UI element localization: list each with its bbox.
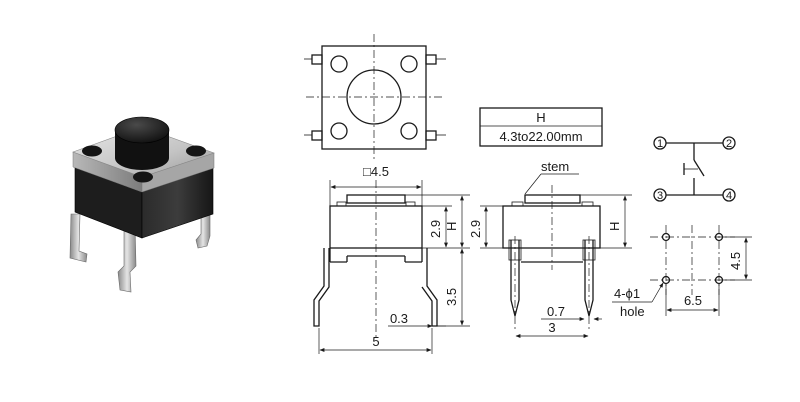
button-cap xyxy=(114,116,170,144)
switch-legs xyxy=(69,213,211,293)
mounting-hole xyxy=(661,232,671,242)
pcb-footprint: 4.5 6.5 4-ϕ1 hole xyxy=(612,225,752,319)
front-view-width-label: 5 xyxy=(372,334,379,349)
footprint-hole-word: hole xyxy=(620,304,645,319)
footprint-hole-label: 4-ϕ1 xyxy=(614,286,640,301)
pin-2-label: 2 xyxy=(726,138,732,150)
side-view: stem H 2.9 0.7 3 xyxy=(468,159,632,338)
side-view-body xyxy=(502,205,601,249)
pin-3-label: 3 xyxy=(657,190,663,202)
pin-1-label: 1 xyxy=(657,138,663,150)
circuit-schematic: 1 2 3 4 xyxy=(653,136,736,202)
front-view-height-label: H xyxy=(444,222,459,231)
side-view-height-label: H xyxy=(607,222,622,231)
stem-label: stem xyxy=(541,159,569,174)
corner-boss xyxy=(82,145,102,157)
height-table-header: H xyxy=(536,110,545,125)
front-view: □4.5 H 2.9 3.5 0.3 5 xyxy=(313,164,470,354)
footprint-pitch-y-label: 4.5 xyxy=(728,252,743,270)
height-table: H 4.3to22.00mm xyxy=(479,107,603,147)
front-view-body-height-label: 2.9 xyxy=(428,220,443,238)
side-view-pitch-label: 3 xyxy=(548,320,555,335)
side-view-pin-width-label: 0.7 xyxy=(547,304,565,319)
front-view-leg-length-label: 3.5 xyxy=(444,288,459,306)
footprint-pitch-x-label: 6.5 xyxy=(684,293,702,308)
front-view-square-label: □4.5 xyxy=(363,164,389,179)
switch-photo xyxy=(69,116,215,293)
pin-4-label: 4 xyxy=(726,190,732,202)
side-view-body-height-label: 2.9 xyxy=(468,220,483,238)
switch-contact xyxy=(693,159,705,177)
corner-boss xyxy=(186,145,206,157)
front-view-pin-thickness-label: 0.3 xyxy=(390,311,408,326)
top-view xyxy=(304,34,446,160)
height-table-value: 4.3to22.00mm xyxy=(499,129,582,144)
corner-boss xyxy=(133,171,153,183)
